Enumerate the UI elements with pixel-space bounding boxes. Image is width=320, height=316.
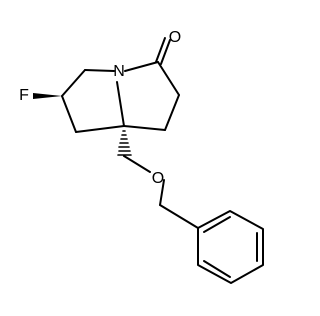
bond-ch2-cf	[61, 69, 86, 97]
bond-carbonyl-alpha	[157, 61, 180, 96]
hashed-bond-ch2	[117, 130, 132, 156]
bond-carbonyl-double-2	[160, 39, 171, 65]
benzene-ring	[197, 210, 264, 284]
wedge-bond-fluorine	[33, 93, 62, 99]
bond-ch2-oxygen	[123, 155, 151, 173]
carbonyl-oxygen-label: O	[169, 29, 181, 46]
benzene-double-3	[203, 260, 231, 278]
fluorine-label: F	[19, 87, 29, 104]
bond-n-ch2	[84, 69, 115, 72]
bond-ch2-bridgehead	[75, 125, 125, 133]
ether-oxygen-label: O	[152, 170, 164, 187]
bond-n-carbonyl-carbon	[124, 61, 159, 72]
benzene-double-1	[203, 216, 231, 233]
bond-beta-bridgehead	[123, 125, 166, 131]
bond-carbonyl-double-1	[155, 37, 166, 63]
bond-bridgehead-n	[116, 81, 125, 127]
bond-benzyl-ch2-ring	[159, 204, 199, 229]
bond-alpha-beta	[164, 94, 180, 131]
nitrogen-label: N	[113, 63, 125, 80]
molecule-structure: O N F O	[19, 29, 264, 284]
bond-oxygen-benzyl-ch2	[159, 179, 165, 206]
bond-cf-ch2	[61, 95, 77, 133]
